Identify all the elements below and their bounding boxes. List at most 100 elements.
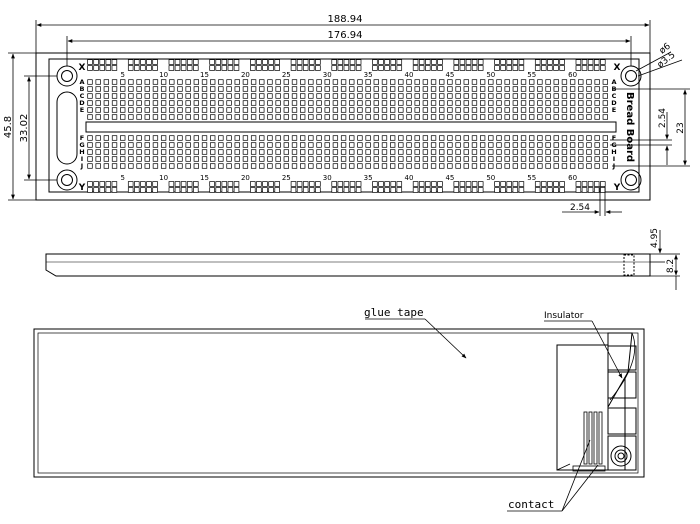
terminal-hole — [103, 156, 110, 162]
rail-hole — [215, 187, 221, 193]
terminal-hole — [177, 79, 183, 85]
terminal-hole — [602, 107, 608, 113]
terminal-hole — [120, 93, 126, 99]
terminal-hole — [177, 163, 183, 169]
terminal-hole — [128, 100, 134, 106]
terminal-hole — [406, 114, 412, 120]
terminal-hole — [136, 107, 142, 113]
rail-hole — [174, 187, 181, 193]
terminal-hole — [275, 149, 281, 155]
terminal-hole — [479, 142, 486, 148]
terminal-hole — [259, 142, 265, 148]
rail-hole — [506, 187, 512, 193]
terminal-hole — [291, 114, 298, 120]
terminal-hole — [234, 100, 240, 106]
rail-hole — [559, 59, 565, 65]
terminal-hole — [529, 135, 535, 141]
terminal-hole — [398, 163, 404, 169]
terminal-hole — [439, 156, 445, 162]
terminal-hole — [455, 149, 461, 155]
terminal-hole — [340, 107, 347, 113]
svg-text:188.94: 188.94 — [328, 14, 363, 25]
rail-hole — [268, 181, 274, 187]
terminal-hole — [545, 100, 551, 106]
column-number: 60 — [568, 71, 577, 79]
rail-hole — [587, 181, 594, 187]
terminal-hole — [561, 107, 568, 113]
terminal-hole — [185, 107, 191, 113]
rail-hole — [494, 187, 500, 193]
terminal-hole — [398, 114, 404, 120]
terminal-hole — [349, 86, 355, 92]
terminal-hole — [201, 149, 208, 155]
row-letter: D — [611, 99, 617, 107]
terminal-hole — [201, 163, 208, 169]
rail-hole — [331, 65, 337, 71]
terminal-hole — [406, 135, 412, 141]
terminal-hole — [210, 107, 216, 113]
terminal-hole — [586, 142, 592, 148]
terminal-hole — [406, 156, 412, 162]
terminal-hole — [578, 79, 584, 85]
rail-hole — [378, 65, 384, 71]
terminal-hole — [430, 100, 437, 106]
terminal-hole — [357, 156, 363, 162]
terminal-hole — [365, 163, 371, 169]
terminal-hole — [561, 135, 568, 141]
terminal-hole — [381, 100, 388, 106]
terminal-hole — [300, 86, 306, 92]
terminal-hole — [545, 156, 551, 162]
terminal-hole — [144, 107, 150, 113]
terminal-hole — [177, 135, 183, 141]
terminal-hole — [283, 86, 289, 92]
rail-hole — [233, 59, 240, 65]
terminal-hole — [169, 114, 175, 120]
terminal-hole — [87, 100, 93, 106]
center-channel — [85, 121, 617, 133]
terminal-hole — [193, 100, 199, 106]
terminal-hole — [250, 135, 257, 141]
terminal-hole — [111, 86, 118, 92]
terminal-hole — [512, 79, 519, 85]
terminal-hole — [381, 114, 388, 120]
terminal-hole — [193, 79, 199, 85]
callout-contact: contact — [507, 439, 599, 512]
terminal-hole — [504, 93, 510, 99]
rail-hole — [477, 181, 484, 187]
terminal-hole — [152, 163, 159, 169]
rail-hole — [221, 187, 228, 193]
rail-hole — [105, 181, 112, 187]
rail-hole — [343, 65, 350, 71]
terminal-hole — [373, 142, 379, 148]
terminal-hole — [300, 135, 306, 141]
terminal-hole — [160, 142, 167, 148]
terminal-hole — [152, 93, 159, 99]
terminal-hole — [439, 114, 445, 120]
insulator-cell — [607, 407, 637, 435]
rail-hole — [418, 59, 425, 65]
rail-hole — [174, 181, 181, 187]
rail-hole — [186, 65, 193, 71]
rail-hole — [518, 187, 525, 193]
terminal-hole — [529, 86, 535, 92]
rail-hole — [459, 187, 466, 193]
terminal-hole — [332, 163, 339, 169]
terminal-block-upper — [87, 79, 608, 120]
terminal-hole — [340, 163, 347, 169]
terminal-hole — [283, 93, 289, 99]
terminal-hole — [160, 100, 167, 106]
brand-text: Bread Board — [624, 92, 635, 162]
rail-hole — [600, 65, 606, 71]
svg-text:glue tape: glue tape — [364, 306, 424, 319]
rail-hole — [152, 59, 158, 65]
terminal-hole — [439, 79, 445, 85]
terminal-hole — [447, 156, 453, 162]
rail-hole — [378, 181, 384, 187]
terminal-hole — [537, 149, 543, 155]
terminal-hole — [602, 149, 608, 155]
terminal-hole — [390, 100, 396, 106]
terminal-hole — [373, 100, 379, 106]
terminal-hole — [561, 86, 568, 92]
terminal-hole — [496, 93, 502, 99]
terminal-hole — [316, 100, 322, 106]
